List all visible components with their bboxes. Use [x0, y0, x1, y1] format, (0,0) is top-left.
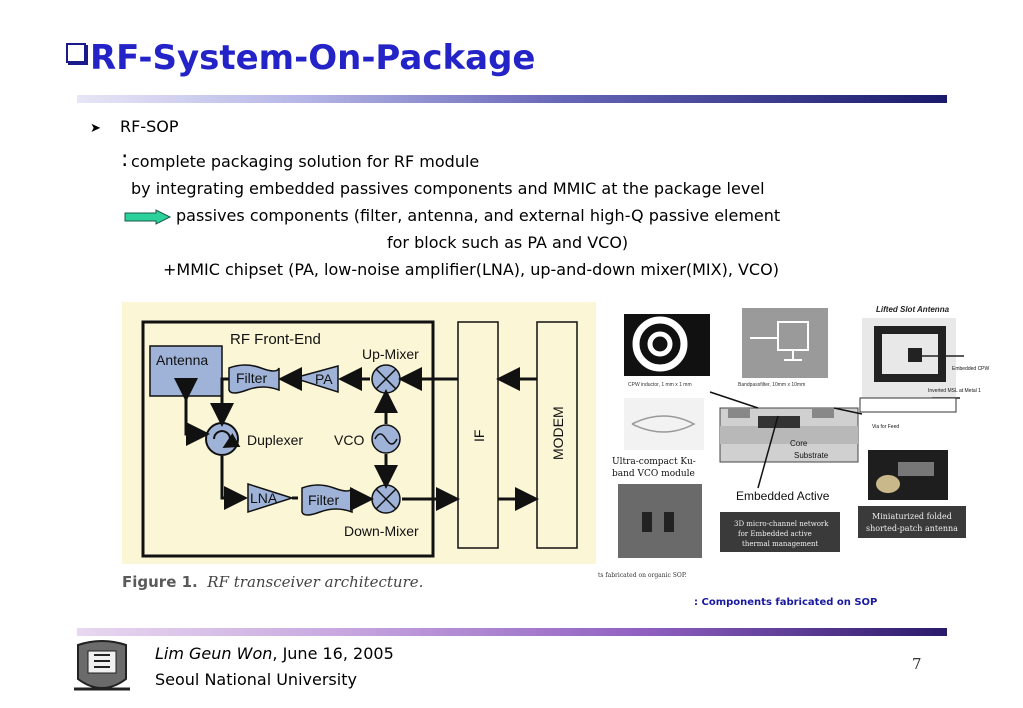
bullet-heading: RF-SOP [120, 117, 179, 136]
rf-front-end-label: RF Front-End [230, 331, 321, 348]
inverted-msl-label: Inverted MSL at Metal 1 [928, 388, 981, 394]
ku-vco-caption-2: band VCO module [612, 469, 695, 479]
if-block [457, 321, 499, 549]
micro-channel-box [720, 512, 840, 552]
sop-caption: : Components fabricated on SOP [694, 597, 878, 608]
vco-label: VCO [334, 432, 364, 448]
slide-title-text: RF-System-On-Package [90, 38, 536, 78]
text-line-5: +MMIC chipset (PA, low-noise amplifier(L… [163, 260, 779, 279]
text-line-2: by integrating embedded passives compone… [131, 179, 765, 198]
ku-vco-photo [624, 398, 704, 450]
duplexer-block [205, 422, 239, 456]
modem-label: MODEM [550, 406, 566, 460]
slide-title: RF-System-On-Package [66, 38, 536, 78]
figure-caption: Figure 1. RF transceiver architecture. [122, 573, 423, 591]
ku-vco-caption-1: Ultra-compact Ku- [612, 457, 696, 467]
core-substrate-label-2: Substrate [794, 451, 829, 460]
embedded-cpw-label: Embedded CPW [952, 366, 990, 372]
text-line-3: passives components (filter, antenna, an… [176, 206, 781, 225]
text-line-1: complete packaging solution for RF modul… [131, 152, 480, 171]
text-line-4: for block such as PA and VCO) [387, 233, 629, 252]
micro-channel-caption-3: thermal management [742, 540, 818, 548]
lna-block [247, 482, 295, 514]
folded-antenna-caption-1: Miniaturized folded [872, 512, 952, 521]
embedded-active-label: Embedded Active [736, 489, 830, 503]
bandpass-filter-caption: Bandpassfilter, 10mm x 10mm [738, 382, 805, 388]
filter-bottom-block [301, 484, 353, 516]
bandpass-filter-photo [742, 308, 828, 378]
footer-author: Lim Geun Won [155, 644, 273, 663]
colon-mark: : [121, 147, 129, 172]
core-substrate-label-1: Core [790, 439, 808, 448]
duplexer-label: Duplexer [247, 432, 303, 448]
down-mixer-label: Down-Mixer [344, 523, 419, 539]
micro-channel-caption-2: for Embedded active [738, 530, 812, 538]
sem-channel-photo [618, 484, 702, 558]
modem-block [536, 321, 578, 549]
footer-divider [77, 628, 947, 636]
pa-label: PA [315, 371, 333, 387]
filter-top-label: Filter [236, 370, 267, 386]
fabricated-small-caption: ts fabricated on organic SOP. [598, 572, 687, 579]
footer-date: , June 16, 2005 [272, 644, 394, 663]
rf-architecture-figure: RF Front-End Antenna Filter PA Up-Mixer … [122, 302, 596, 564]
up-mixer-label: Up-Mixer [362, 346, 419, 362]
sop-components-collage: CPW inductor, 1 mm x 1 mm Bandpassfilter… [598, 298, 996, 584]
right-arrow-icon [124, 209, 172, 229]
checkbox-bullet-icon [66, 43, 86, 63]
micro-channel-caption-1: 3D micro-channel network [734, 520, 829, 528]
university-logo [70, 637, 134, 697]
arrow-bullet-icon: ➤ [90, 121, 101, 136]
title-divider [77, 95, 947, 103]
footer-author-line: Lim Geun Won, June 16, 2005 [155, 644, 394, 663]
lna-label: LNA [250, 490, 278, 506]
folded-antenna-box [858, 506, 966, 538]
page-number: 7 [912, 655, 922, 673]
filter-bottom-label: Filter [308, 492, 339, 508]
lifted-slot-label: Lifted Slot Antenna [876, 305, 950, 314]
via-for-feed-label: Via for Feed [872, 424, 899, 430]
cpw-inductor-caption: CPW inductor, 1 mm x 1 mm [628, 382, 692, 388]
if-label: IF [471, 430, 487, 442]
folded-antenna-caption-2: shorted-patch antenna [866, 524, 958, 533]
antenna-label: Antenna [156, 352, 208, 368]
figure-caption-label: Figure 1. [122, 573, 198, 591]
figure-caption-text: RF transceiver architecture. [207, 573, 424, 591]
footer-university: Seoul National University [155, 670, 357, 689]
